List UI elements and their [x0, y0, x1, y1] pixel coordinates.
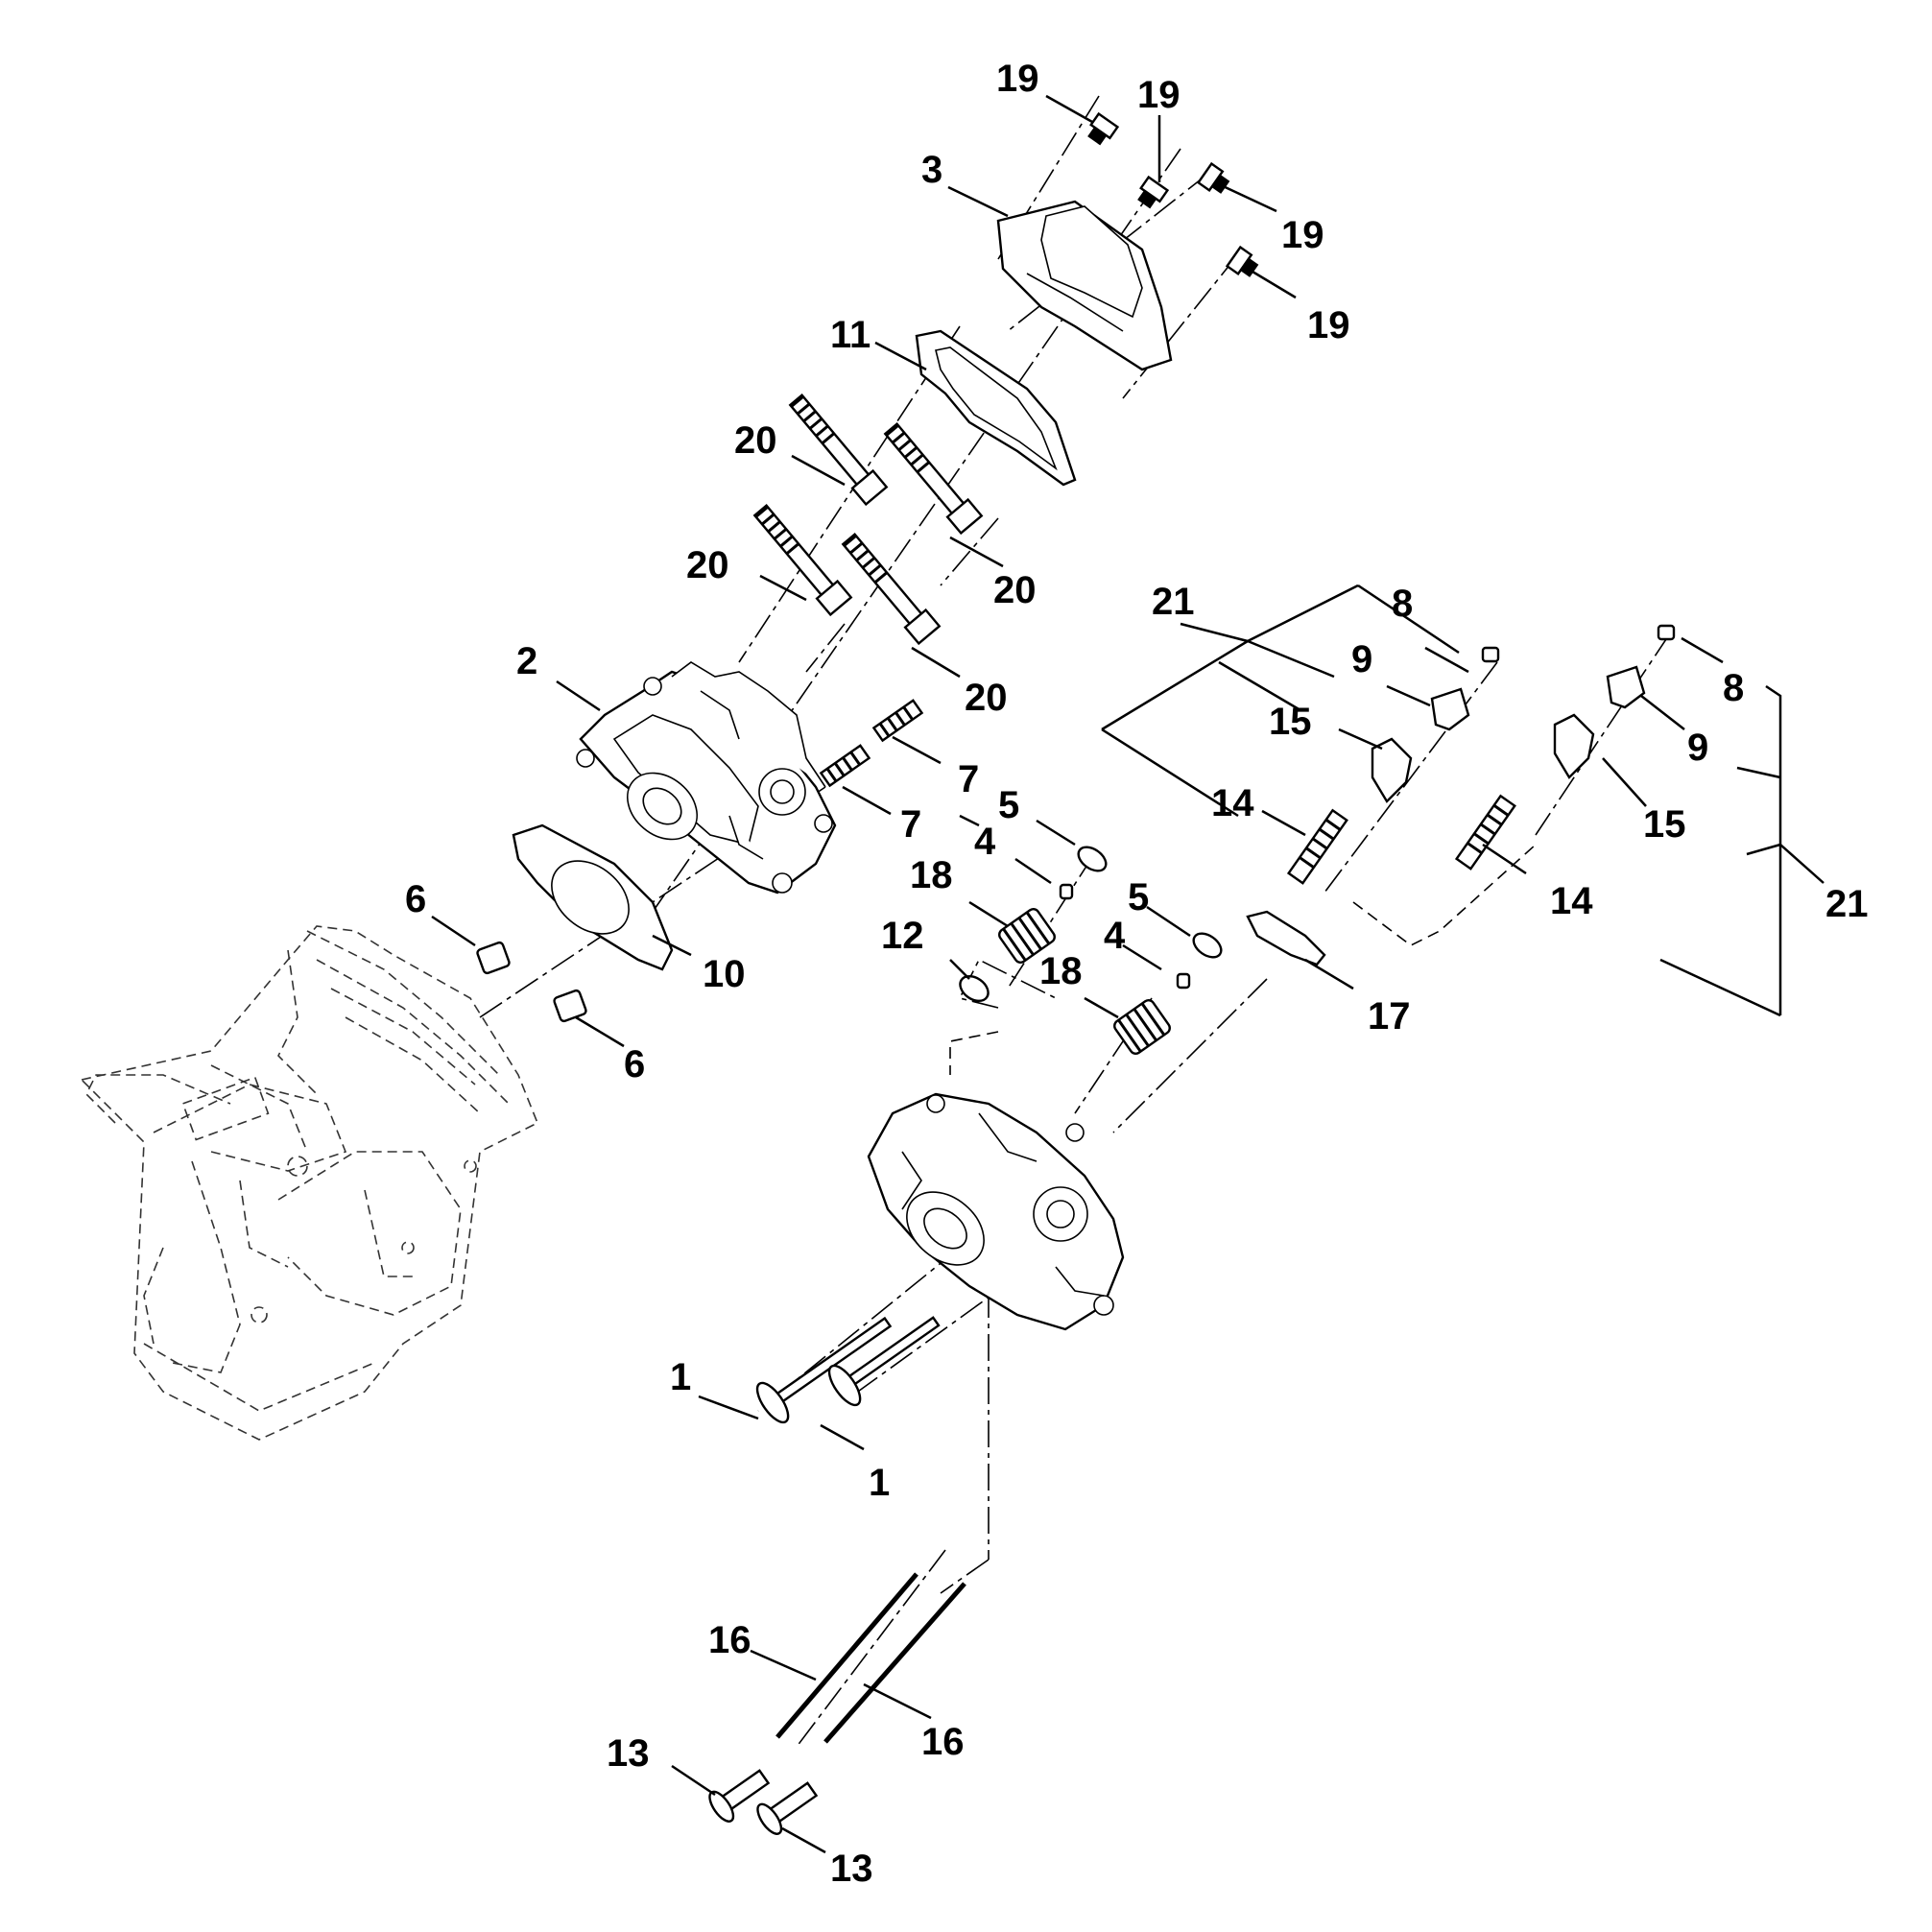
callout-20: 20 — [993, 569, 1037, 611]
cylinder-head-lower — [867, 1092, 1125, 1331]
callout-18: 18 — [1039, 950, 1083, 992]
callout-11: 11 — [830, 314, 871, 356]
callout-18: 18 — [910, 854, 953, 896]
callout-7: 7 — [958, 758, 979, 800]
callout-17: 17 — [1368, 995, 1411, 1038]
leader-lines — [431, 94, 1825, 1854]
callout-7: 7 — [900, 803, 921, 846]
push-rods — [775, 1572, 966, 1744]
callout-13: 13 — [830, 1848, 873, 1890]
callout-21: 21 — [1152, 581, 1195, 623]
callout-8: 8 — [1392, 583, 1413, 625]
callout-10: 10 — [703, 953, 746, 995]
callout-4: 4 — [1104, 915, 1126, 957]
callout-5: 5 — [1128, 876, 1149, 918]
callout-13: 13 — [607, 1732, 650, 1775]
head-studs — [819, 699, 924, 788]
callout-16: 16 — [708, 1619, 751, 1661]
crankcase-ghost — [80, 925, 539, 1441]
callout-19: 19 — [1281, 214, 1324, 256]
callout-20: 20 — [965, 677, 1008, 719]
callout-8: 8 — [1723, 667, 1744, 709]
callout-2: 2 — [516, 640, 537, 682]
rocker-cover — [996, 200, 1173, 371]
callout-19: 19 — [996, 58, 1039, 100]
callout-9: 9 — [1351, 638, 1372, 680]
callout-3: 3 — [921, 149, 942, 191]
callout-20: 20 — [686, 544, 729, 586]
callout-labels: 19 19 19 19 3 11 20 20 20 20 2 7 7 5 5 4… — [405, 58, 1869, 1890]
callout-16: 16 — [921, 1721, 965, 1763]
callout-19: 19 — [1137, 74, 1181, 116]
cover-bolts — [1087, 111, 1259, 277]
callout-15: 15 — [1269, 701, 1312, 743]
tappets — [708, 1769, 819, 1835]
callout-9: 9 — [1687, 727, 1708, 769]
cover-gasket — [915, 329, 1077, 487]
callout-19: 19 — [1307, 304, 1350, 346]
callout-5: 5 — [998, 784, 1019, 826]
callout-14: 14 — [1211, 782, 1254, 824]
callout-14: 14 — [1550, 880, 1593, 922]
callout-21: 21 — [1825, 883, 1869, 925]
callout-15: 15 — [1643, 803, 1686, 846]
callout-6: 6 — [624, 1043, 645, 1085]
callout-20: 20 — [734, 419, 777, 462]
valve-train-parts — [959, 624, 1676, 1055]
callout-4: 4 — [974, 821, 996, 863]
callout-6: 6 — [405, 878, 426, 920]
callout-1: 1 — [670, 1356, 691, 1398]
cylinder-head — [576, 661, 837, 894]
callout-12: 12 — [881, 915, 924, 957]
dowel-pins — [476, 941, 587, 1023]
head-bolts — [752, 394, 984, 646]
callout-1: 1 — [869, 1462, 890, 1504]
valves — [755, 1316, 941, 1424]
head-gasket — [512, 823, 674, 971]
